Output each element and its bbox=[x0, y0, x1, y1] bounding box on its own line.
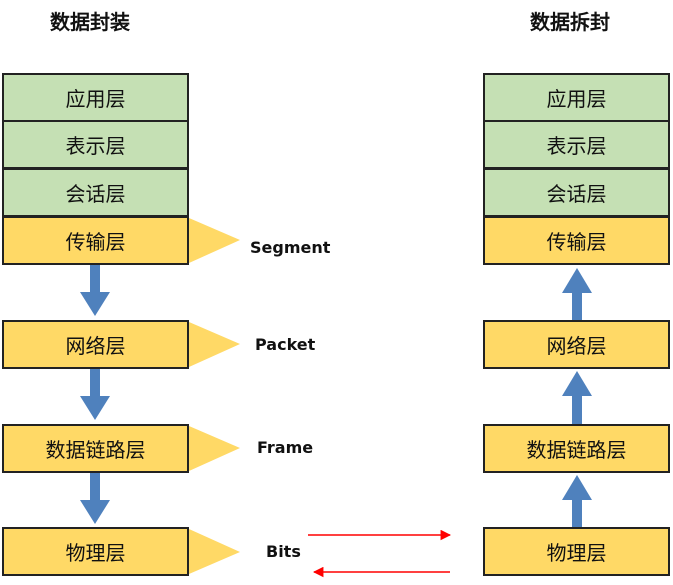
left-down-arrow-2 bbox=[80, 369, 110, 420]
decapsulation-title: 数据拆封 bbox=[530, 10, 610, 34]
right-physical-layer: 物理层 bbox=[483, 527, 670, 576]
left-presentation-layer: 表示层 bbox=[2, 120, 189, 169]
pdu-label-bits: Bits bbox=[266, 542, 301, 561]
left-physical-layer: 物理层 bbox=[2, 527, 189, 576]
encapsulation-title: 数据封装 bbox=[50, 10, 130, 34]
bits-pointer-triangle bbox=[189, 529, 240, 574]
pdu-label-frame: Frame bbox=[257, 438, 314, 457]
left-down-arrow-3 bbox=[80, 473, 110, 524]
right-transport-layer: 传输层 bbox=[483, 216, 670, 265]
right-up-arrow-1 bbox=[562, 268, 592, 320]
right-session-layer: 会话层 bbox=[483, 168, 670, 217]
left-transport-layer: 传输层 bbox=[2, 216, 189, 265]
right-data-link-layer: 数据链路层 bbox=[483, 424, 670, 473]
left-down-arrow-1 bbox=[80, 265, 110, 316]
left-network-layer: 网络层 bbox=[2, 320, 189, 369]
pdu-label-segment: Segment bbox=[250, 238, 331, 257]
right-up-arrow-3 bbox=[562, 475, 592, 527]
packet-pointer-triangle bbox=[189, 322, 240, 367]
pdu-label-packet: Packet bbox=[255, 335, 316, 354]
frame-pointer-triangle bbox=[189, 426, 240, 471]
right-up-arrow-2 bbox=[562, 371, 592, 424]
right-network-layer: 网络层 bbox=[483, 320, 670, 369]
segment-pointer-triangle bbox=[189, 218, 240, 263]
right-presentation-layer: 表示层 bbox=[483, 120, 670, 169]
left-data-link-layer: 数据链路层 bbox=[2, 424, 189, 473]
